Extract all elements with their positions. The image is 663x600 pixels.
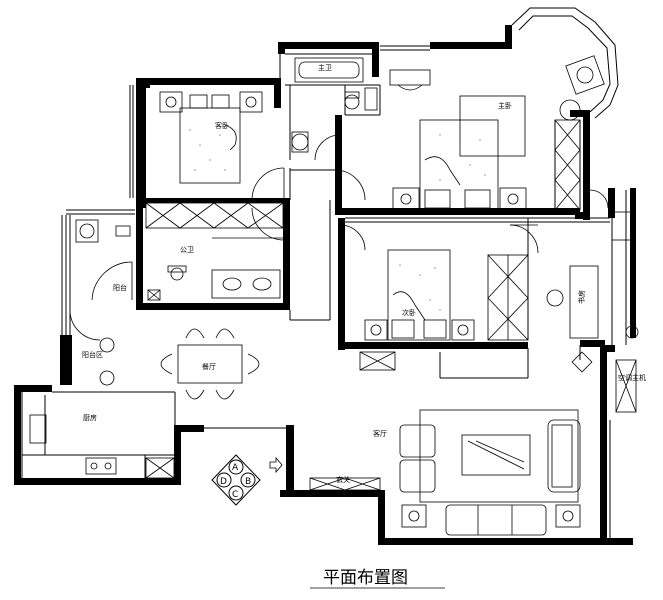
label-bathroom-main: 主卫 [318, 63, 332, 72]
door-swings [69, 134, 609, 341]
label-balcony: 阳台 [113, 283, 127, 292]
thin-lines [17, 7, 633, 541]
guest-bed-icon [159, 91, 263, 184]
master-bath-fixtures [291, 57, 378, 153]
living-room-furniture [269, 409, 581, 536]
ac-unit-icon [571, 351, 637, 413]
label-dining: 餐厅 [202, 362, 216, 371]
master-bed-dots [439, 134, 486, 181]
label-living: 客厅 [373, 429, 387, 438]
guest-bed-dots [189, 129, 226, 171]
washer-icon [75, 219, 131, 243]
compass-letter-left: D [220, 477, 227, 487]
label-guest-bedroom: 客卧 [215, 121, 229, 130]
compass-letter-top: A [232, 463, 239, 473]
master-bed-icon [389, 55, 605, 211]
label-master-bedroom: 主卧 [498, 101, 512, 110]
study-fixtures [546, 211, 639, 339]
label-laundry-balcony: 阳台区 [82, 350, 103, 359]
label-kitchen: 厨房 [83, 413, 97, 422]
compass-icon [211, 454, 261, 506]
guest-wardrobe-icon [145, 202, 284, 229]
kitchen-fixtures [29, 414, 175, 479]
compass-letter-right: B [245, 477, 251, 487]
secondary-bed-dots [399, 264, 441, 311]
secondary-bed-icon [359, 249, 529, 371]
label-porch: 玄关 [336, 475, 350, 484]
dining-table-icon [99, 328, 260, 400]
label-secondary-bedroom: 次卧 [402, 308, 416, 317]
label-study: 书房 [577, 290, 586, 304]
label-bathroom-public: 公卫 [180, 246, 194, 254]
public-bath-fixtures [147, 237, 283, 301]
compass-letter-bottom: C [232, 490, 238, 500]
drawing-title: 平面布置图 [323, 568, 408, 588]
walls [14, 25, 636, 545]
label-ac-unit: 空调主机 [618, 373, 646, 382]
